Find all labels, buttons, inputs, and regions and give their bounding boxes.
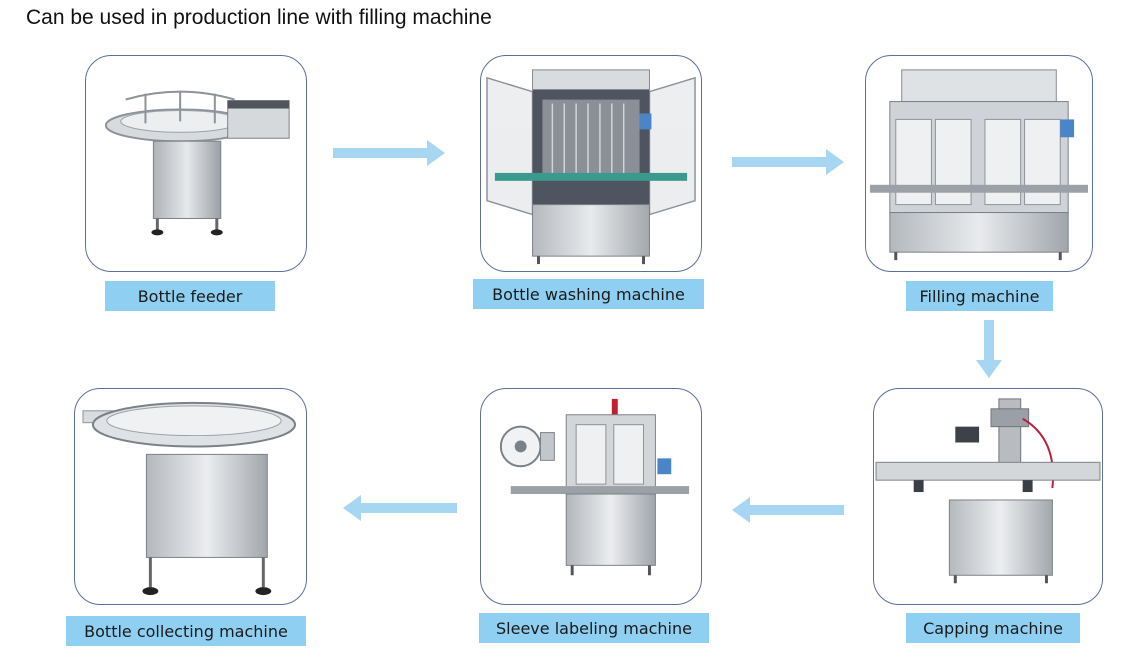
- sleeve-labeling-machine-image: [480, 388, 702, 605]
- capping-machine-label: Capping machine: [906, 613, 1080, 643]
- filling-machine-illustration: [870, 69, 1088, 261]
- filling-machine-label: Filling machine: [906, 281, 1053, 311]
- bottle-feeder-illustration: [104, 90, 290, 236]
- bottle-feeder-label: Bottle feeder: [105, 281, 275, 311]
- sleeve-labeling-machine-label: Sleeve labeling machine: [479, 613, 709, 643]
- filling-machine-image: [865, 55, 1093, 272]
- capping-machine-image: [873, 388, 1103, 605]
- capping-machine-illustration: [875, 398, 1101, 584]
- arrow-left-1-icon: [732, 497, 844, 523]
- arrow-right-2-icon: [732, 149, 844, 175]
- bottle-feeder-image: [85, 55, 307, 272]
- bottle-collecting-machine-image: [74, 388, 307, 605]
- bottle-washing-machine-image: [480, 55, 702, 272]
- arrow-left-2-icon: [343, 495, 457, 521]
- sleeve-labeling-machine-illustration: [499, 398, 690, 576]
- bottle-collecting-machine-illustration: [82, 401, 297, 596]
- page-title: Can be used in production line with fill…: [26, 6, 492, 29]
- bottle-washing-machine-label: Bottle washing machine: [473, 279, 704, 309]
- bottle-washing-machine-illustration: [486, 69, 696, 265]
- arrow-down-icon: [976, 320, 1002, 378]
- arrow-right-1-icon: [333, 140, 445, 166]
- bottle-collecting-machine-label: Bottle collecting machine: [66, 616, 306, 646]
